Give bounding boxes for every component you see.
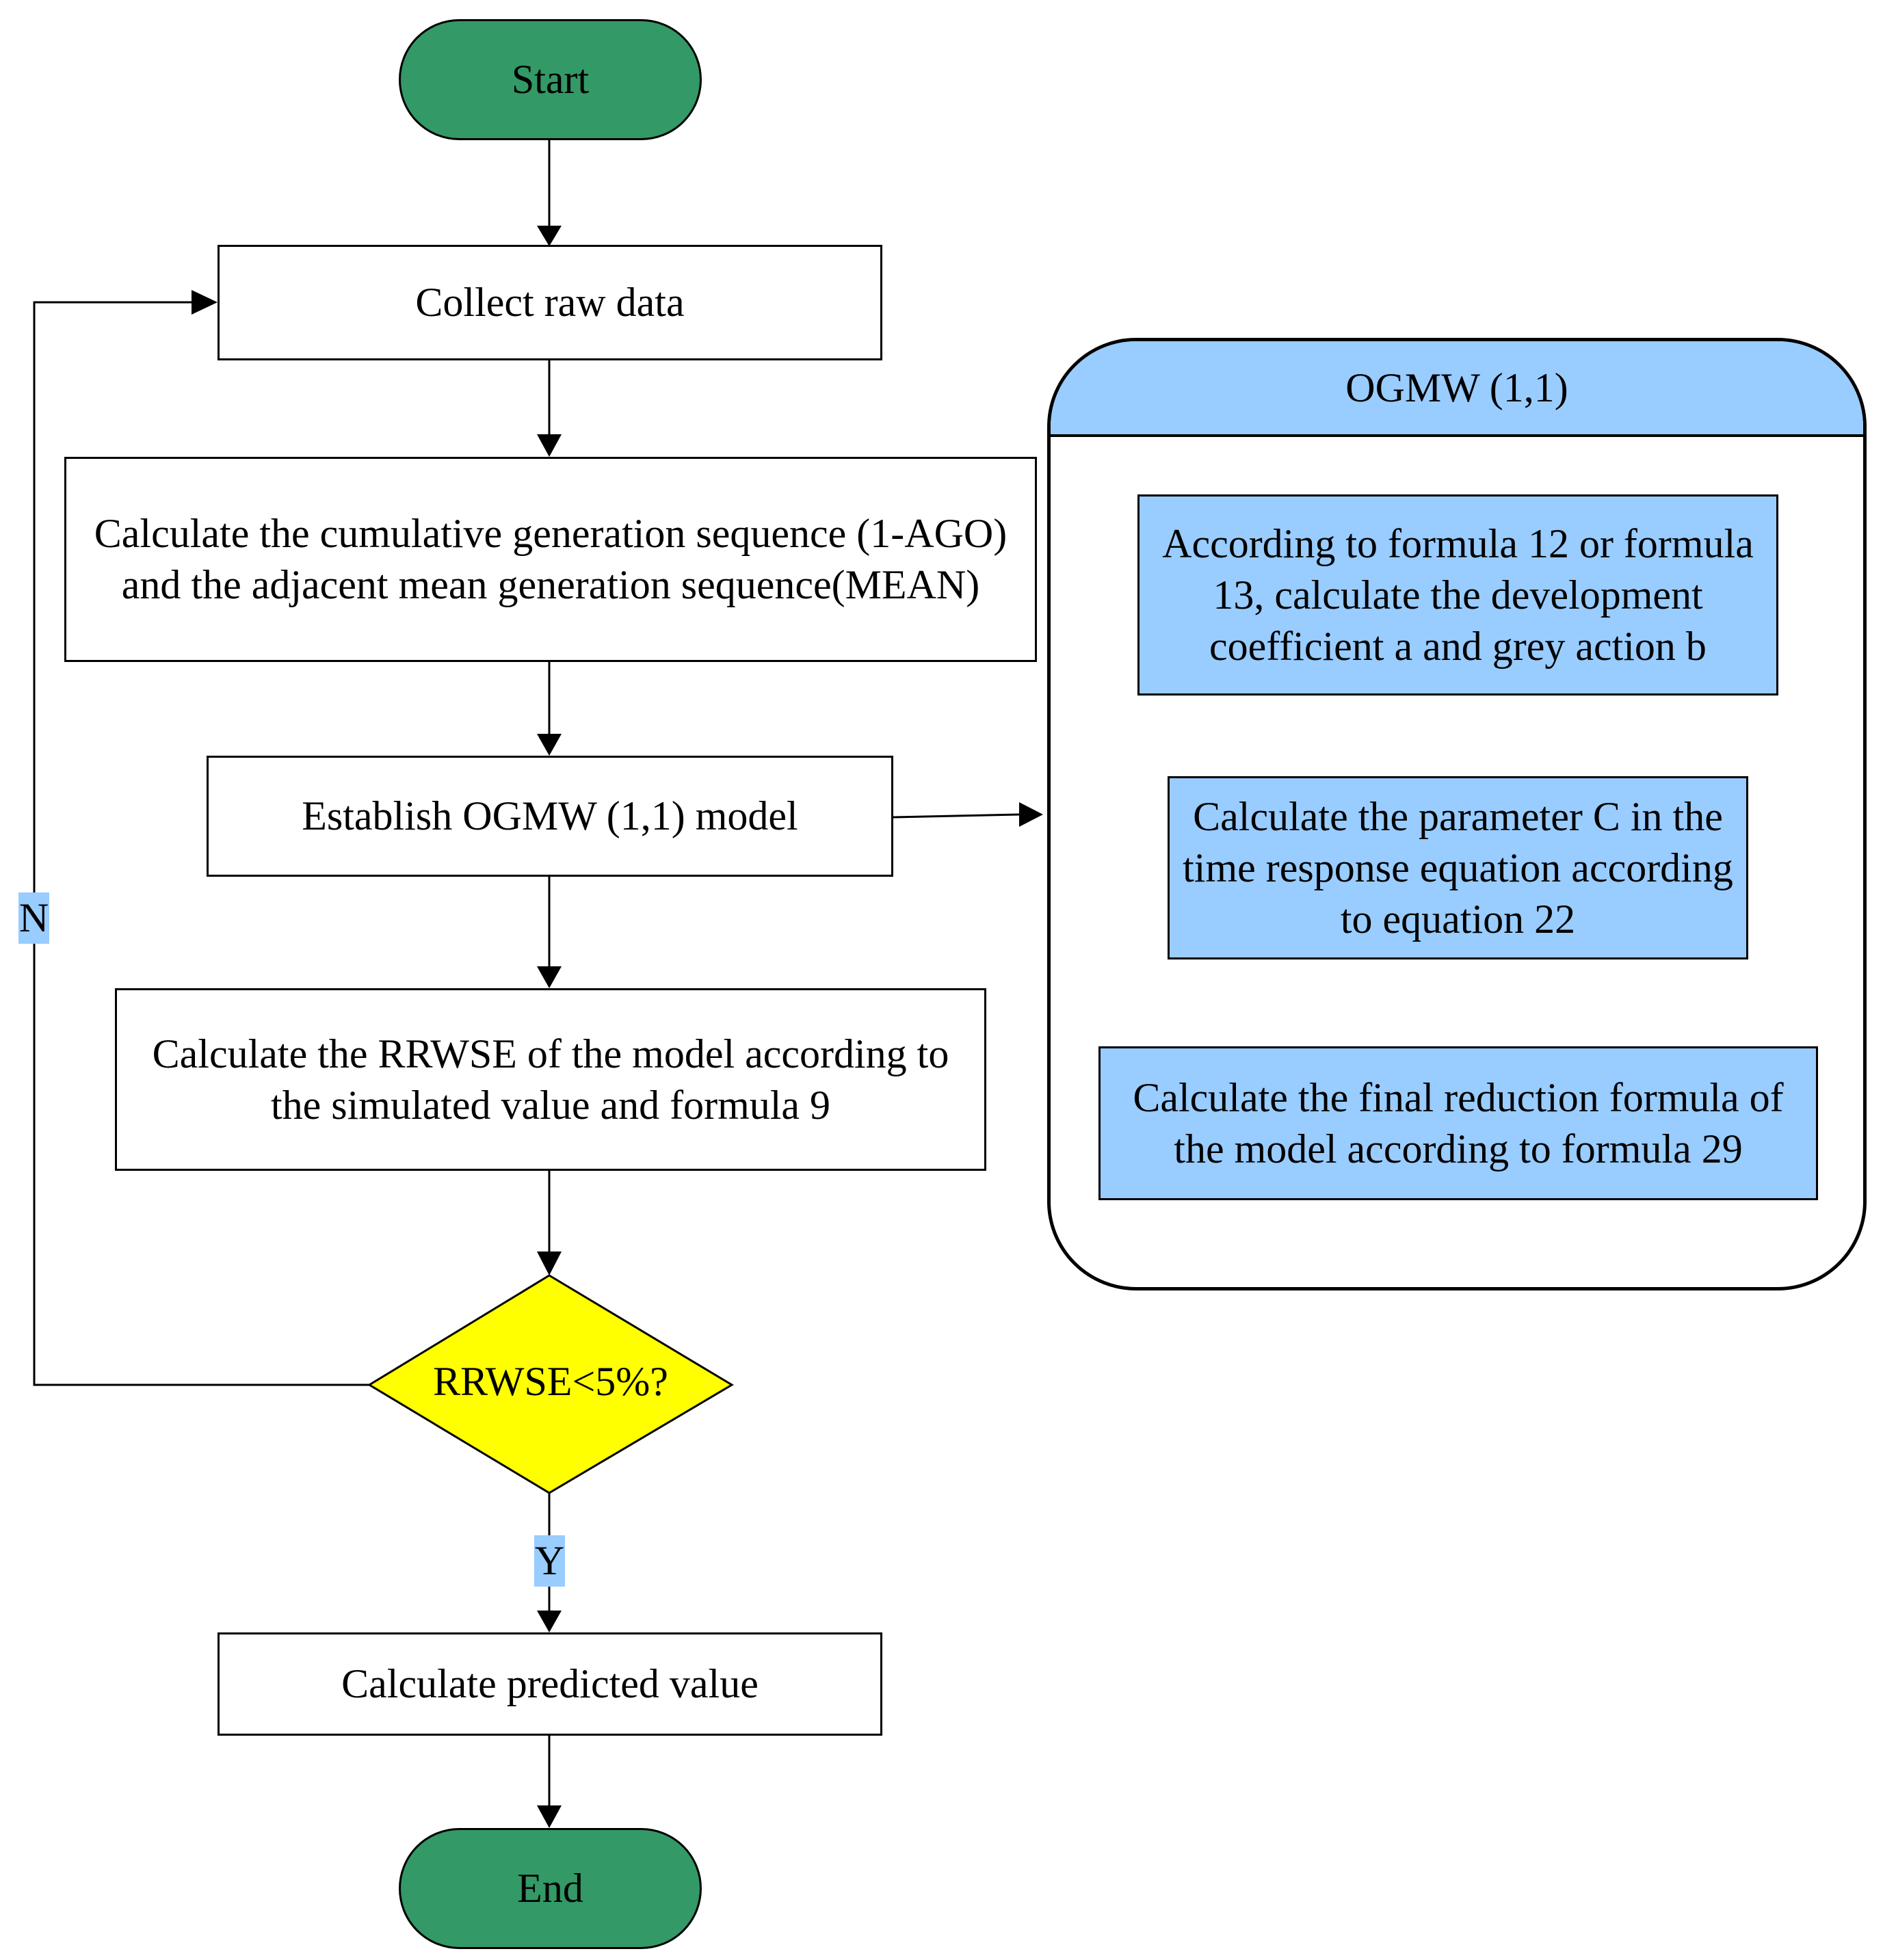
calc-rrwse-label: Calculate the RRWSE of the model accordi…: [152, 1031, 949, 1128]
start-label: Start: [511, 57, 590, 102]
panel-step-1: According to formula 12 or formula 13, c…: [1137, 494, 1778, 696]
edge-decision-loop-n: [33, 301, 369, 1386]
arrowhead: [537, 966, 562, 988]
calc-sequence-box: Calculate the cumulative generation sequ…: [64, 457, 1037, 662]
arrowhead: [192, 290, 218, 315]
edge-establish-panel: [893, 813, 1020, 819]
end-terminal: End: [399, 1828, 702, 1949]
decision-diamond: [367, 1274, 734, 1494]
calc-sequence-label: Calculate the cumulative generation sequ…: [94, 511, 1008, 607]
predict-label: Calculate predicted value: [341, 1661, 759, 1706]
panel-step-3: Calculate the final reduction formula of…: [1098, 1046, 1818, 1200]
ogmw-panel-title: OGMW (1,1): [1051, 341, 1863, 437]
panel-step-2-label: Calculate the parameter C in the time re…: [1183, 793, 1733, 942]
calc-rrwse-box: Calculate the RRWSE of the model accordi…: [115, 988, 986, 1171]
start-terminal: Start: [399, 19, 702, 140]
predict-box: Calculate predicted value: [218, 1632, 882, 1736]
collect-data-box: Collect raw data: [218, 245, 882, 360]
establish-model-label: Establish OGMW (1,1) model: [302, 793, 798, 838]
no-branch-label: N: [18, 892, 49, 944]
collect-data-label: Collect raw data: [415, 280, 685, 325]
arrowhead: [537, 1611, 562, 1632]
end-label: End: [517, 1866, 583, 1911]
arrowhead: [537, 734, 562, 756]
arrowhead: [537, 1252, 562, 1275]
arrowhead: [537, 434, 562, 457]
establish-model-box: Establish OGMW (1,1) model: [207, 756, 893, 877]
yes-branch-label: Y: [534, 1535, 565, 1587]
panel-step-1-label: According to formula 12 or formula 13, c…: [1162, 520, 1754, 669]
arrowhead: [537, 226, 562, 246]
decision-label: RRWSE<5%?: [433, 1358, 668, 1404]
panel-step-3-label: Calculate the final reduction formula of…: [1133, 1074, 1784, 1171]
arrowhead: [1019, 802, 1043, 827]
panel-step-2: Calculate the parameter C in the time re…: [1168, 776, 1748, 959]
arrowhead: [537, 1805, 562, 1828]
